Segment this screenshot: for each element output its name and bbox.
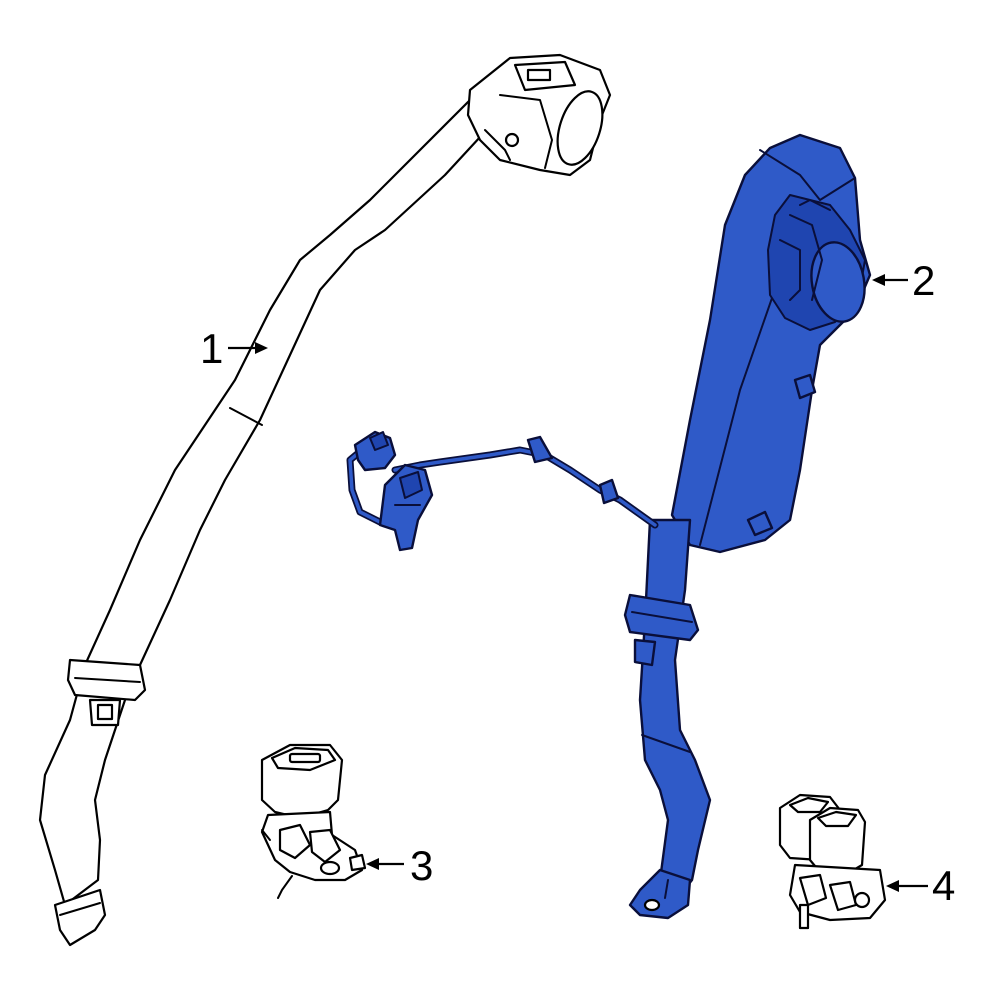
callout-1: 1	[200, 325, 268, 372]
callout-2: 2	[872, 257, 935, 304]
buckle-double	[778, 793, 887, 930]
buckle-single	[260, 743, 367, 899]
callout-2-number: 2	[912, 257, 935, 304]
callout-3-number: 3	[410, 842, 433, 889]
seat-belt-webbing	[38, 53, 612, 947]
callout-4: 4	[886, 862, 955, 909]
callout-3: 3	[366, 842, 433, 889]
callout-1-number: 1	[200, 325, 223, 372]
callout-4-number: 4	[932, 862, 955, 909]
retractor-assembly	[346, 133, 872, 920]
